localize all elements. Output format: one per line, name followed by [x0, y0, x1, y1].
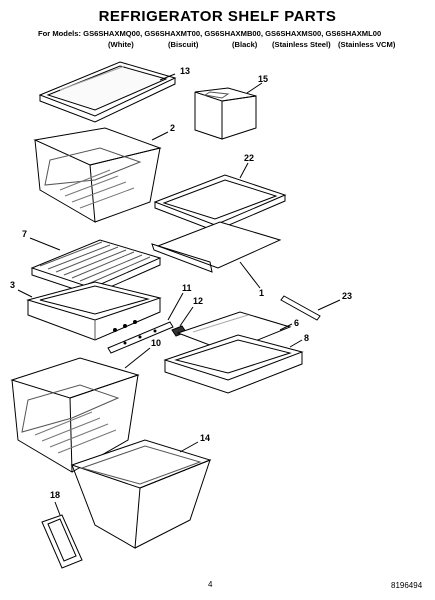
part-14-deep-pan — [70, 439, 212, 549]
callout-3: 3 — [10, 280, 16, 290]
callout-6: 6 — [294, 318, 300, 328]
callout-11: 11 — [182, 283, 192, 293]
model-list: For Models: GS6SHAXMQ00, GS6SHAXMT00, GS… — [38, 29, 381, 38]
model-color: (Black) — [232, 40, 258, 49]
callout-22: 22 — [244, 153, 255, 163]
model-number: GS6SHAXMQ00, — [83, 29, 143, 38]
callout-18: 18 — [50, 490, 61, 500]
part-22-shelf-frame — [153, 162, 287, 232]
model-color: (Biscuit) — [168, 40, 199, 49]
part-23-slide-rail — [280, 295, 341, 321]
part-1-glass-shelf — [151, 221, 282, 289]
models-label: For Models: — [38, 29, 82, 38]
part-18-label-tag — [41, 501, 83, 569]
model-color: (Stainless VCM) — [338, 40, 396, 49]
callout-23: 23 — [342, 291, 353, 301]
part-2-crisper-drawer — [33, 127, 169, 223]
part-13-top-shelf — [38, 61, 177, 123]
callout-10: 10 — [151, 338, 162, 348]
page-title: REFRIGERATOR SHELF PARTS — [98, 8, 337, 25]
callout-8: 8 — [304, 333, 310, 343]
callout-2: 2 — [170, 123, 176, 133]
model-number: GS6SHAXML00 — [325, 29, 382, 38]
callout-15: 15 — [258, 74, 269, 84]
callout-1: 1 — [259, 288, 265, 298]
part-8-glass-frame — [163, 334, 304, 394]
part-11-rail — [107, 292, 184, 354]
model-number: GS6SHAXMB00, — [204, 29, 263, 38]
document-number: 8196494 — [391, 581, 423, 590]
callout-12: 12 — [193, 296, 204, 306]
callout-7: 7 — [22, 229, 28, 239]
model-color: (Stainless Steel) — [272, 40, 331, 49]
model-color: (White) — [108, 40, 134, 49]
part-3-crisper-cover — [17, 281, 162, 341]
page-number: 4 — [208, 580, 213, 589]
callout-13: 13 — [180, 66, 191, 76]
callout-14: 14 — [200, 433, 211, 443]
model-number: GS6SHAXMS00, — [265, 29, 324, 38]
part-7-wire-shelf — [29, 237, 162, 296]
part-15-dairy-bin — [194, 82, 263, 140]
model-number: GS6SHAXMT00, — [144, 29, 203, 38]
